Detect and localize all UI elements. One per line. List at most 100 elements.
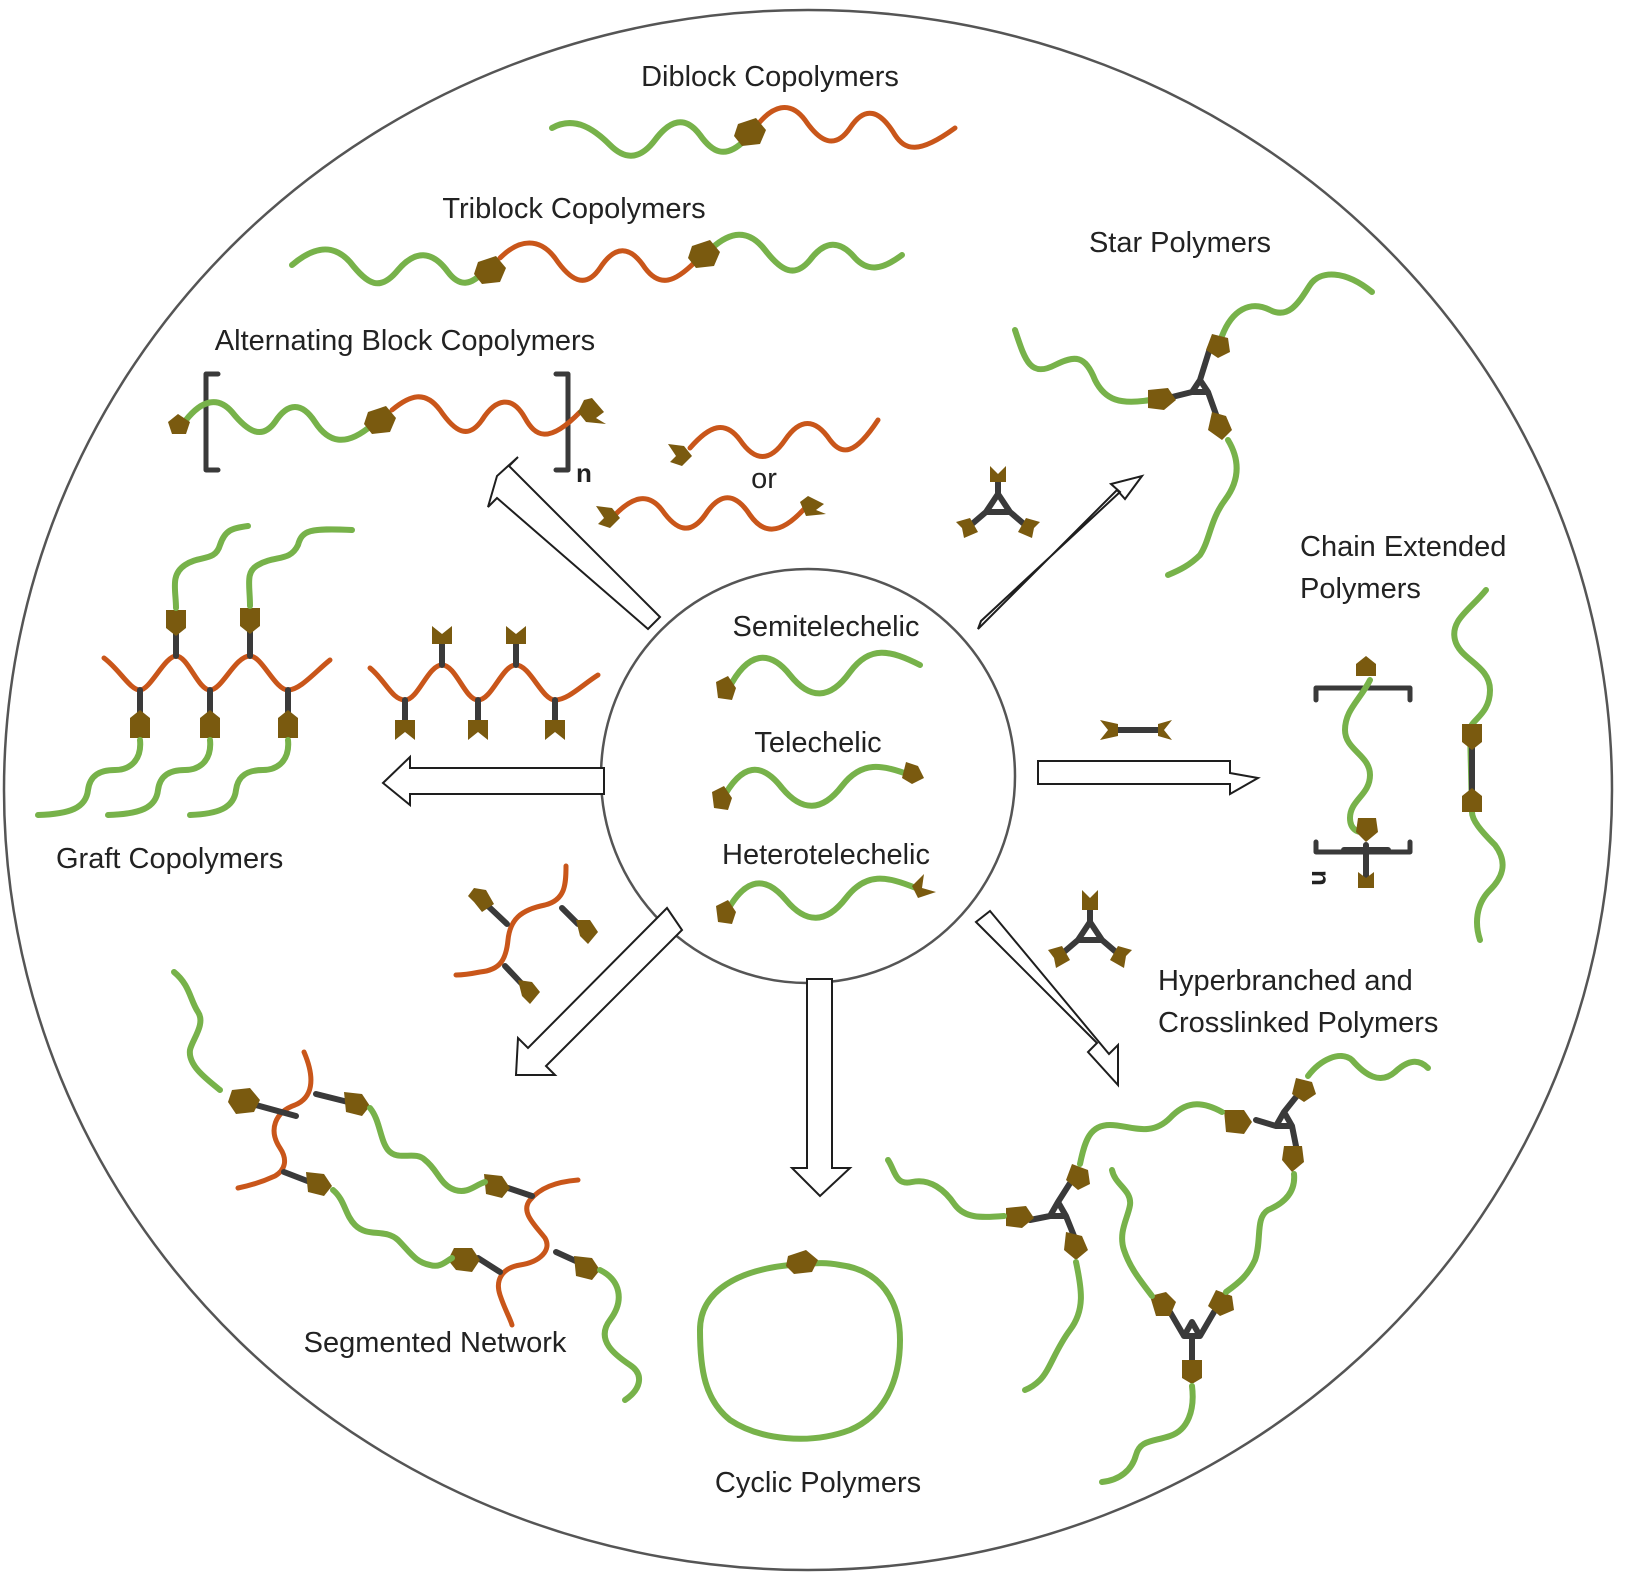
hyper-chain-b: [1077, 1101, 1225, 1167]
arrow-upper-right: [977, 474, 1145, 630]
hyper-chain-f: [1109, 1167, 1155, 1299]
star-cap-top: [1206, 334, 1230, 358]
graft-cap-3: [130, 710, 150, 738]
trifunctional-linker-bottom: [1048, 890, 1132, 968]
hyper-node-3-cap-3: [1182, 1360, 1202, 1384]
graft-copolymer: Graft Copolymers: [35, 523, 355, 875]
segmented-reagent-cap-2: [576, 920, 598, 944]
graft-reagent-cap-4: [468, 720, 488, 740]
label-diblock: Diblock Copolymers: [641, 61, 899, 93]
star-linker: [1165, 345, 1221, 423]
segmented-green-4: [597, 1267, 642, 1403]
graft-linkers: [137, 627, 291, 721]
segmented-green-3: [330, 1187, 455, 1269]
chain-extended-chain: [1451, 587, 1506, 943]
chain-extended-cap-bottom: [1462, 788, 1482, 812]
heterotelechelic-end-left-icon: [716, 900, 736, 924]
diblock-green-chain: [549, 119, 748, 159]
chain-extended-bracket-linker: [1341, 842, 1391, 883]
telechelic-end-right-icon: [902, 762, 924, 784]
segmented-cap-6: [574, 1256, 600, 1280]
graft-reagent-cap-3: [395, 720, 415, 740]
label-chain-extended-1: Chain Extended: [1300, 531, 1506, 563]
trifunctional-linker-top-cap-2: [956, 518, 978, 538]
hyper-chain-a: [885, 1157, 1007, 1220]
alternating-repeat-n: n: [576, 458, 592, 488]
graft-cap-2: [240, 608, 260, 634]
alternating-block-copolymer: Alternating Block Copolymers n: [168, 325, 606, 488]
chain-extended-cap-top: [1462, 724, 1482, 750]
arrow-down: [789, 978, 853, 1198]
arrow-right: [1037, 760, 1261, 796]
alternating-end-right-icon: [578, 398, 606, 424]
hyper-node-2-cap-1: [1292, 1078, 1316, 1102]
label-semitelechelic: Semitelechelic: [733, 611, 920, 643]
hyper-node-1-linker: [1027, 1177, 1077, 1239]
trifunctional-linker-top-body: [969, 477, 1027, 527]
hyper-node-3-linker: [1167, 1309, 1217, 1363]
hyper-node-2-cap-2: [1224, 1110, 1252, 1134]
graft-arm-top-1: [171, 523, 251, 611]
hyper-node-1-cap-1: [1066, 1164, 1090, 1190]
triblock-junction-right-icon: [688, 240, 720, 268]
chain-extended-repeat-chain: [1342, 677, 1373, 835]
star-arm-top: [1219, 271, 1375, 339]
hyper-node-1-cap-3: [1064, 1232, 1088, 1260]
hyper-chain-e: [1223, 1171, 1298, 1295]
graft-reagent-linkers: [402, 639, 558, 725]
alternating-orange-chain: [389, 394, 583, 437]
graft-cap-4: [200, 710, 220, 738]
heterotelechelic-chain: [723, 875, 919, 921]
graft-arm-top-2: [246, 526, 355, 609]
trifunctional-linker-top-cap-1: [990, 466, 1006, 482]
segmented-green-1: [171, 969, 223, 1093]
graft-reagent: [367, 626, 601, 740]
segmented-network: Segmented Network: [171, 969, 642, 1403]
label-triblock: Triblock Copolymers: [442, 193, 705, 225]
reagent-2-end-right-icon: [800, 496, 826, 516]
segmented-cap-2: [344, 1092, 370, 1116]
alternating-junction-icon: [364, 406, 396, 434]
reagents-top: or: [596, 417, 881, 532]
graft-arm-bottom-3: [187, 737, 292, 818]
trifunctional-linker-bottom-body: [1061, 905, 1119, 955]
segmented-reagent-cap-3: [518, 980, 540, 1004]
trifunctional-linker-bottom-cap-2: [1048, 946, 1070, 968]
hyper-node-2-linker: [1253, 1089, 1303, 1149]
label-star: Star Polymers: [1089, 227, 1271, 259]
trifunctional-linker-top: [956, 466, 1040, 538]
graft-backbone: [101, 653, 333, 693]
alternating-end-left-icon: [168, 414, 190, 434]
star-cap-bottom: [1208, 412, 1232, 440]
chain-extender-cap-right: [1158, 720, 1172, 740]
segmented-reagent: [453, 863, 598, 1004]
graft-arm-bottom-1: [35, 737, 144, 818]
graft-reagent-cap-5: [545, 720, 565, 740]
hyper-chain-d: [1022, 1259, 1084, 1393]
chain-extended-polymer: Chain Extended Polymers n: [1100, 531, 1506, 943]
graft-cap-5: [278, 710, 298, 738]
hyper-node-2-cap-3: [1282, 1146, 1304, 1172]
arrow-left: [381, 754, 605, 808]
segmented-reagent-chain: [453, 863, 569, 978]
reagent-1-end-icon: [668, 444, 692, 466]
alternating-green-chain: [183, 399, 375, 443]
chain-extended-repeat-top-cap: [1356, 656, 1376, 676]
arrows: [381, 456, 1261, 1198]
trifunctional-linker-top-cap-3: [1018, 518, 1040, 538]
hyperbranched-polymer: Hyperbranched and Crosslinked Polymers: [885, 965, 1438, 1485]
reagent-2-end-left-icon: [596, 506, 620, 528]
telechelic-chain: [719, 764, 913, 809]
label-telechelic: Telechelic: [754, 727, 881, 759]
segmented-cap-4: [484, 1174, 510, 1198]
segmented-orange-2: [495, 1177, 581, 1328]
hyper-node-3-cap-1: [1150, 1292, 1176, 1316]
graft-reagent-cap-1: [432, 626, 452, 644]
star-cap-left: [1148, 388, 1176, 410]
cyclic-ring: [697, 1260, 903, 1442]
triblock-green-left: [289, 246, 488, 287]
semitelechelic-chain: [725, 649, 923, 697]
graft-reagent-cap-2: [506, 626, 526, 644]
graft-reagent-backbone: [367, 662, 601, 703]
graft-arm-bottom-2: [105, 737, 214, 818]
